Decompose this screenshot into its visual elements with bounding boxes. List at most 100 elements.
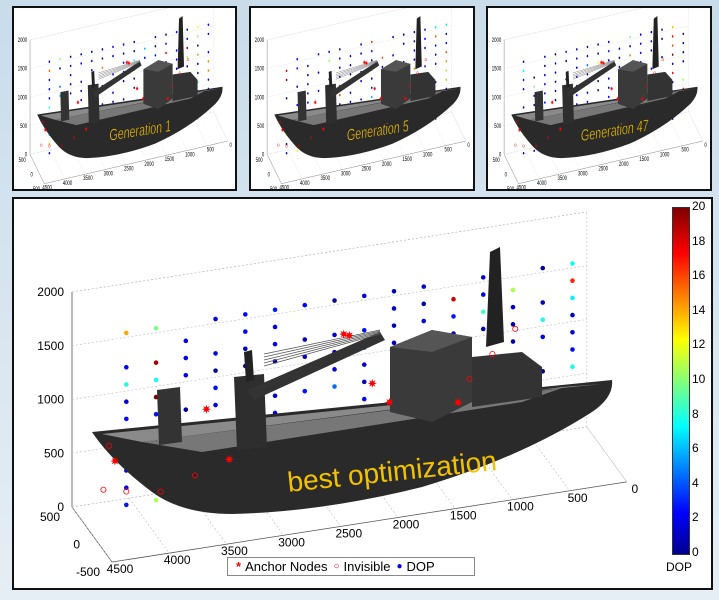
dop-point	[124, 502, 129, 508]
box-edge	[267, 8, 406, 41]
ship-superstructure	[390, 330, 472, 422]
colorbar-tick-label: 20	[692, 199, 706, 213]
dop-point	[90, 50, 93, 54]
dop-point	[175, 67, 178, 71]
dop-point	[48, 78, 51, 82]
box-edge	[213, 111, 228, 142]
colorbar-tick-label: 18	[692, 233, 706, 248]
y-tick-label: -500	[506, 186, 515, 189]
invisible-node	[72, 136, 75, 140]
grid-line	[128, 497, 170, 554]
dop-point	[197, 35, 199, 38]
dop-point	[661, 28, 663, 31]
y-tick-label: 0	[505, 172, 507, 179]
dop-point	[213, 402, 218, 408]
dop-point	[540, 317, 546, 323]
dop-point	[317, 71, 320, 74]
crane-cable	[263, 331, 381, 361]
dop-point	[586, 73, 589, 76]
x-tick-label: 2500	[361, 166, 371, 173]
dop-point	[349, 54, 352, 58]
colorbar-tick-label: 12	[692, 337, 706, 352]
dop-point	[272, 341, 278, 347]
x-tick-label: 0	[704, 142, 706, 149]
crane-cable	[572, 59, 615, 74]
invisible-node	[60, 144, 63, 148]
dop-point	[381, 56, 384, 60]
x-tick-label: 3500	[83, 175, 92, 182]
dop-point	[360, 79, 362, 83]
dop-point	[272, 393, 278, 399]
dop-point	[480, 326, 486, 332]
dop-point	[597, 52, 599, 55]
dop-point	[144, 56, 146, 60]
dop-point	[302, 354, 308, 360]
grid-line	[544, 144, 560, 175]
dop-point	[361, 362, 367, 367]
dop-point	[153, 394, 159, 400]
anchor-node	[384, 397, 394, 407]
grid-line	[688, 111, 703, 142]
crane-cable	[98, 61, 140, 77]
invisible-node	[489, 350, 496, 357]
dop-point	[112, 54, 114, 58]
anchor-node	[640, 96, 644, 102]
dop-point	[618, 56, 621, 60]
grid-line	[565, 140, 580, 170]
grid-line	[267, 154, 282, 184]
anchor-node	[313, 99, 317, 105]
ship-crane-post	[328, 70, 333, 88]
dop-point	[69, 55, 72, 59]
invisible-node	[645, 84, 648, 88]
dop-point	[575, 57, 578, 60]
dop-point	[285, 152, 288, 155]
invisible-node	[310, 136, 313, 140]
dop-point	[80, 98, 83, 102]
crane-cable	[98, 62, 140, 80]
dop-point	[402, 33, 405, 36]
ship-hull	[274, 86, 461, 159]
dop-point	[522, 87, 525, 91]
grid-line	[626, 125, 642, 156]
invisible-node	[100, 486, 107, 493]
ship-mast	[486, 247, 504, 347]
dop-point	[629, 35, 631, 39]
x-tick-label: 500	[207, 147, 214, 154]
dop-point	[296, 67, 299, 70]
z-tick-label: 1500	[18, 66, 27, 73]
dop-point	[69, 64, 72, 68]
dop-point	[307, 64, 309, 68]
anchor-node	[610, 86, 614, 91]
dop-point	[349, 73, 352, 76]
z-tick-label: 1000	[18, 95, 27, 102]
y-tick-label: 0	[31, 172, 33, 179]
x-axis	[518, 140, 703, 184]
dop-point	[586, 64, 589, 67]
dop-point	[391, 340, 397, 346]
dop-point	[671, 62, 674, 66]
z-tick-label: 1000	[492, 95, 502, 102]
x-tick-label: 2000	[619, 161, 629, 168]
z-tick-label: 500	[494, 123, 501, 130]
grid-line	[267, 8, 406, 41]
legend-anchor: *Anchor Nodes	[236, 559, 327, 574]
dop-point	[332, 384, 337, 389]
invisible-node	[157, 488, 164, 495]
anchor-node	[280, 127, 285, 133]
dop-point	[544, 64, 546, 68]
dop-point	[597, 79, 599, 83]
star-icon: *	[236, 559, 242, 574]
dop-point	[381, 65, 384, 69]
dop-point	[59, 58, 61, 61]
dop-point	[186, 55, 189, 59]
dop-point	[90, 68, 93, 72]
anchor-node	[321, 126, 326, 132]
legend-label: Invisible	[343, 559, 391, 574]
plot-generation-5: 0500100015002000050010001500200025003000…	[255, 8, 470, 189]
dop-point	[153, 377, 159, 383]
dop-point	[154, 54, 157, 57]
grid-line	[472, 444, 513, 500]
dop-point	[307, 83, 309, 86]
